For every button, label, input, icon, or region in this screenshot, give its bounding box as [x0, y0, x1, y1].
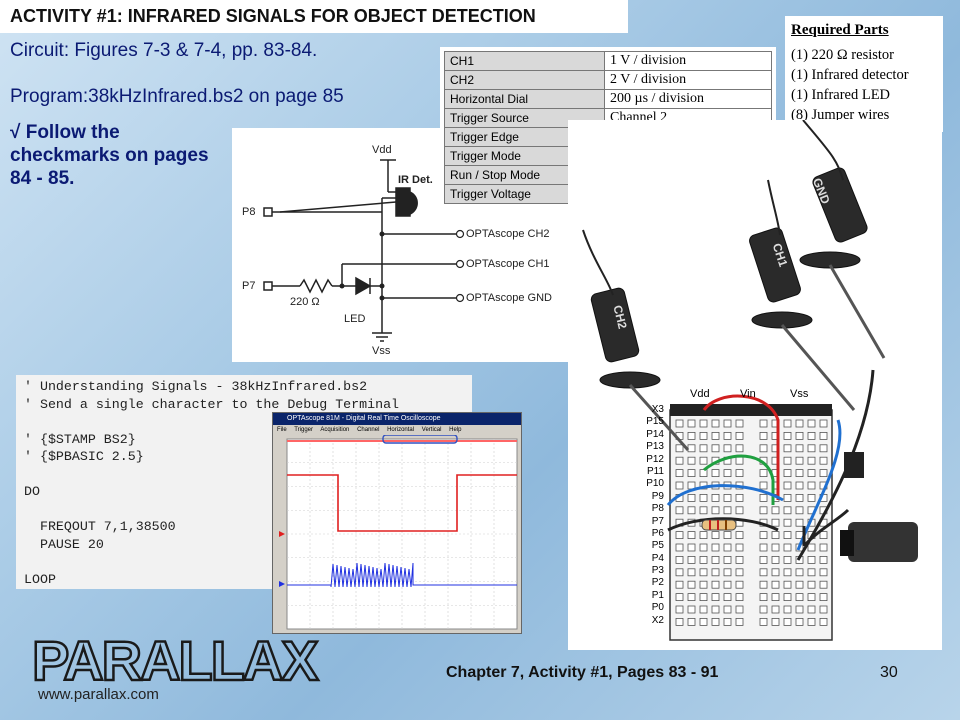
breadboard-drawing — [582, 119, 918, 641]
scope-setting-key: CH2 — [444, 70, 605, 90]
label-vdd: Vdd — [372, 144, 392, 156]
pin-label: P15 — [646, 416, 664, 428]
pin-label: P13 — [646, 441, 664, 453]
oscilloscope-menu: File Trigger Acquisition Channel Horizon… — [273, 425, 521, 435]
logo-url: www.parallax.com — [38, 686, 159, 703]
board-label-vss: Vss — [790, 388, 809, 400]
scope-setting-value: 1 V / division — [604, 51, 772, 71]
oscilloscope-title: OPTAscope 81M - Digital Real Time Oscill… — [273, 413, 521, 425]
code-line: ' Send a single character to the Debug T… — [24, 396, 400, 412]
code-line: LOOP — [24, 571, 56, 587]
board-label-vin: Vin — [740, 388, 756, 400]
board-label-vdd: Vdd — [690, 388, 710, 400]
oscilloscope-window: OPTAscope 81M - Digital Real Time Oscill… — [272, 412, 522, 634]
required-parts-heading: Required Parts — [791, 22, 889, 38]
footer-caption: Chapter 7, Activity #1, Pages 83 - 91 — [446, 664, 719, 681]
page-number: 30 — [880, 664, 898, 681]
pin-label: P4 — [651, 552, 664, 564]
scope-setting-key: Trigger Voltage — [444, 184, 605, 204]
pin-label: P8 — [651, 503, 664, 515]
scope-setting-value: 2 V / division — [604, 70, 772, 90]
pin-label: X2 — [651, 614, 664, 626]
circuit-reference: Circuit: Figures 7-3 & 7-4, pp. 83-84. — [10, 40, 318, 61]
title-bar — [0, 0, 628, 33]
pin-label: P14 — [646, 428, 664, 440]
logo-text: PARALLAX — [32, 630, 318, 690]
pin-label: P3 — [651, 565, 664, 577]
scope-setting-key: Horizontal Dial — [444, 89, 605, 109]
part-item: (1) 220 Ω resistor — [791, 47, 894, 63]
pin-label: P7 — [651, 515, 664, 527]
label-p8: P8 — [242, 206, 256, 218]
osc-menu-item: Help — [449, 427, 462, 433]
label-vss: Vss — [372, 345, 391, 357]
scope-setting-key: Trigger Edge — [444, 127, 605, 147]
parallax-logo-mark: PARALLAX — [31, 628, 322, 694]
osc-menu-item: File — [277, 427, 287, 433]
code-line: ' {$PBASIC 2.5} — [24, 449, 144, 464]
scope-setting-value: 200 µs / division — [604, 89, 772, 109]
pin-label: P10 — [646, 478, 664, 490]
pin-label: P0 — [651, 602, 664, 614]
required-parts-box: Required Parts (1) 220 Ω resistor (1) In… — [785, 16, 943, 132]
scope-setting-key: Trigger Source — [444, 108, 605, 128]
scope-setting-key: Trigger Mode — [444, 146, 605, 166]
pin-label: P2 — [651, 577, 664, 589]
code-line: ' Understanding Signals - 38kHzInfrared.… — [24, 379, 368, 394]
label-gnd: OPTAscope GND — [466, 292, 552, 304]
pin-label: P9 — [651, 490, 664, 502]
oscilloscope-display — [279, 434, 518, 630]
label-p7: P7 — [242, 280, 256, 292]
checkmarks-instruction: √ Follow the checkmarks on pages 84 - 85… — [10, 122, 209, 189]
parallax-logo: PARALLAX — [30, 628, 370, 712]
osc-menu-item: Acquisition — [320, 427, 350, 433]
part-item: (8) Jumper wires — [791, 107, 890, 123]
pin-label: X3 — [651, 404, 664, 415]
label-led: LED — [344, 313, 366, 325]
label-ir-det: IR Det. — [398, 174, 433, 186]
pin-label: P6 — [651, 527, 664, 539]
pin-label: P1 — [651, 589, 664, 601]
pin-label: P5 — [651, 540, 664, 552]
part-item: (1) Infrared LED — [791, 87, 891, 103]
part-item: (1) Infrared detector — [791, 67, 909, 83]
slide-title: ACTIVITY #1: INFRARED SIGNALS FOR OBJECT… — [10, 6, 536, 26]
osc-menu-item: Trigger — [294, 427, 314, 433]
code-line: DO — [24, 484, 40, 499]
osc-menu-item: Vertical — [421, 427, 442, 433]
label-ch2: OPTAscope CH2 — [466, 228, 550, 240]
label-resistor: 220 Ω — [290, 296, 320, 308]
schematic-drawing — [263, 159, 465, 342]
pin-label: P11 — [646, 465, 664, 477]
scope-setting-key: CH1 — [444, 51, 605, 71]
code-line: ' {$STAMP BS2} — [24, 431, 136, 447]
label-ch1: OPTAscope CH1 — [466, 258, 550, 270]
code-line: FREQOUT 7,1,38500 — [24, 519, 176, 534]
program-reference: Program:38kHzInfrared.bs2 on page 85 — [10, 86, 344, 107]
code-line: PAUSE 20 — [24, 536, 104, 552]
osc-menu-item: Channel — [357, 427, 380, 433]
pin-label: P12 — [646, 453, 664, 465]
osc-menu-item: Horizontal — [387, 427, 415, 433]
